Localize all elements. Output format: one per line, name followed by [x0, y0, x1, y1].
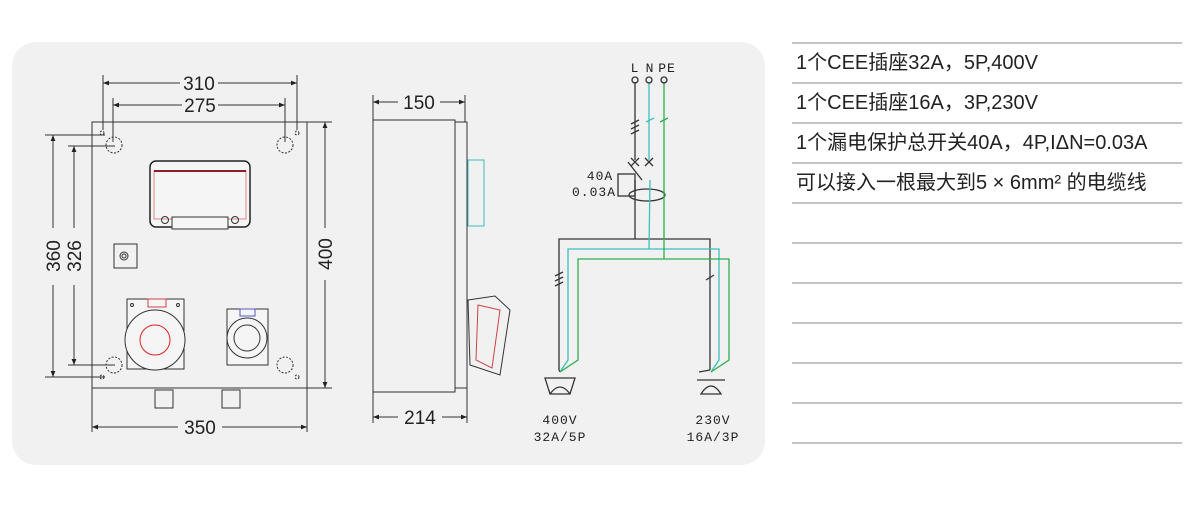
side-view: [372, 95, 511, 423]
spec-list: 1个CEE插座32A，5P,400V 1个CEE插座16A，3P,230V 1个…: [792, 42, 1182, 444]
socket1-voltage: 400V: [542, 413, 577, 428]
wire-PE: [559, 82, 730, 373]
terminal-L-label: L: [631, 61, 640, 76]
cable-gland: [221, 389, 241, 409]
spec-empty-row: [792, 322, 1182, 362]
front-view: [45, 75, 332, 432]
terminal-PE-label: PE: [658, 61, 676, 76]
socket-32a-front: [124, 298, 186, 371]
dim-150: 150: [403, 93, 435, 114]
mounting-holes: [99, 130, 300, 380]
spec-empty-row: [792, 242, 1182, 282]
breaker-window: [149, 160, 251, 230]
socket-16a-front: [226, 308, 269, 366]
spec-empty-row: [792, 202, 1182, 242]
spec-empty-row: [792, 362, 1182, 402]
wiring-diagram: [544, 76, 730, 395]
wire-N: [559, 82, 720, 373]
cable-gland: [154, 389, 174, 409]
spec-empty-row: [792, 282, 1182, 322]
dim-310: 310: [183, 74, 215, 95]
dim-214: 214: [404, 408, 436, 429]
terminal-N-label: N: [646, 61, 655, 76]
dim-275: 275: [184, 96, 216, 117]
breaker-residual-label: 0.03A: [572, 185, 616, 200]
socket2-rating: 16A/3P: [687, 430, 740, 445]
wire-L: [554, 82, 715, 373]
indicator-button: [113, 243, 138, 269]
dim-326: 326: [65, 240, 86, 272]
spec-item: 1个漏电保护总开关40A，4P,IΔN=0.03A: [792, 122, 1182, 162]
dim-360: 360: [44, 240, 65, 272]
spec-empty-row: [792, 442, 1182, 444]
breaker-current-label: 40A: [587, 169, 613, 184]
spec-item: 可以接入一根最大到5 × 6mm² 的电缆线: [792, 162, 1182, 202]
spec-empty-row: [792, 402, 1182, 442]
socket2-voltage: 230V: [695, 413, 730, 428]
dim-350: 350: [184, 418, 216, 439]
dim-400: 400: [316, 238, 337, 270]
socket1-rating: 32A/5P: [534, 430, 587, 445]
spec-item: 1个CEE插座32A，5P,400V: [792, 42, 1182, 82]
spec-item: 1个CEE插座16A，3P,230V: [792, 82, 1182, 122]
socket-symbol-230v: [697, 379, 725, 395]
socket-symbol-400v: [544, 377, 576, 395]
terminals: [631, 76, 668, 84]
